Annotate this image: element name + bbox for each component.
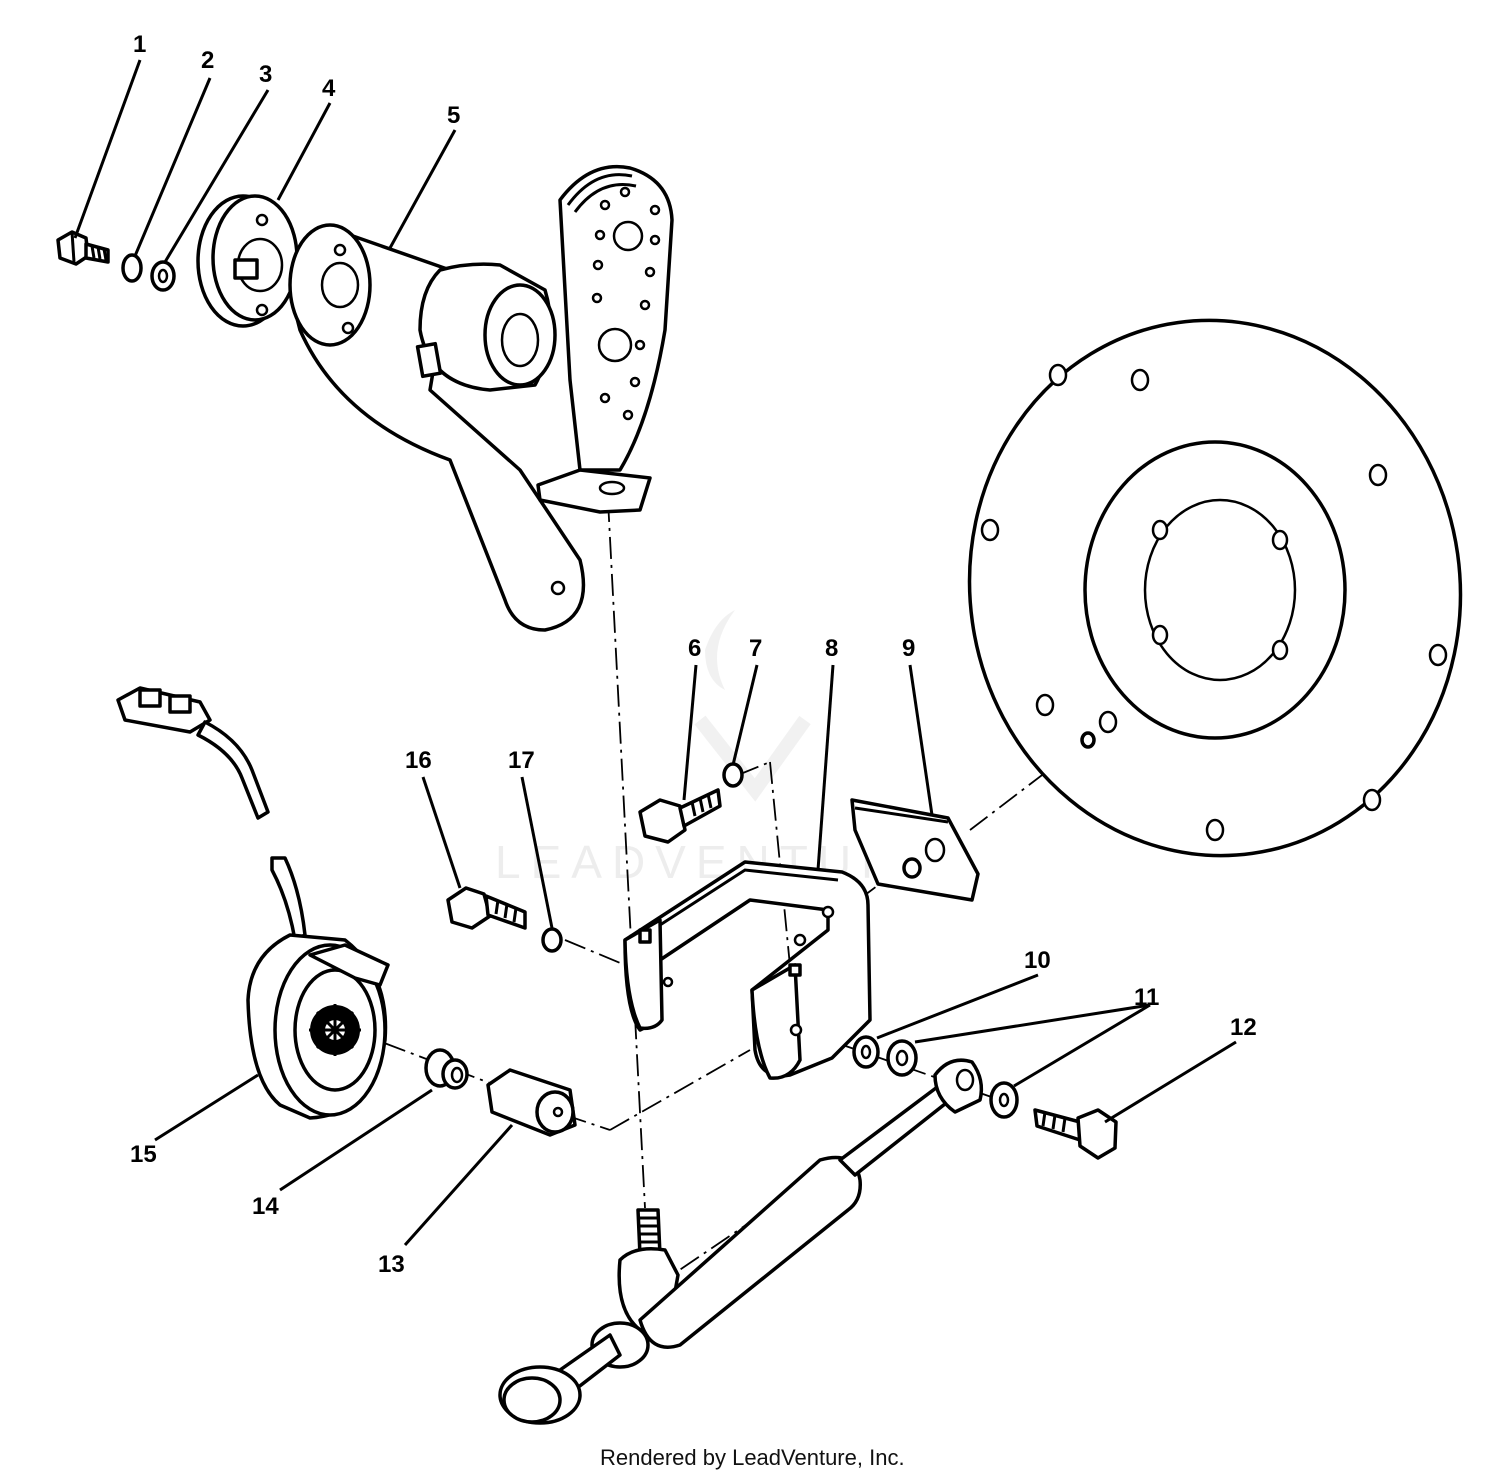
part-6-hex-bolt <box>638 788 722 844</box>
part-13-spacer <box>486 1068 577 1137</box>
callout-11: 11 <box>1134 984 1159 1011</box>
part-1-flange-bolt <box>56 230 110 266</box>
callout-7: 7 <box>749 635 762 662</box>
part-12-hex-bolt <box>1033 1108 1118 1160</box>
part-9-shim-plate <box>850 798 980 902</box>
part-8-u-bracket <box>623 860 872 1080</box>
callout-10: 10 <box>1024 947 1051 974</box>
part-2-lock-washer <box>121 253 143 283</box>
part-16-hex-bolt <box>446 886 527 930</box>
callout-labels: 1 2 3 4 5 6 7 8 9 10 11 12 13 14 15 16 1… <box>130 31 1257 1278</box>
callout-9: 9 <box>902 635 915 662</box>
callout-14: 14 <box>252 1193 279 1220</box>
part-3-flat-washer <box>150 260 176 292</box>
callout-5: 5 <box>447 102 460 129</box>
part-17-lock-washer <box>541 927 563 953</box>
callout-4: 4 <box>322 75 336 102</box>
part-7-lock-washer <box>722 762 744 788</box>
part-10-washer <box>852 1035 880 1069</box>
callout-17: 17 <box>508 747 535 774</box>
callout-1: 1 <box>133 31 146 58</box>
part-14-retainer <box>424 1048 469 1090</box>
callout-15: 15 <box>130 1141 157 1168</box>
part-4-hub <box>196 194 299 328</box>
brake-disc <box>967 318 1463 858</box>
brake-rod-assembly <box>498 1058 984 1425</box>
leader-lines <box>73 59 1237 1246</box>
callout-16: 16 <box>405 747 432 774</box>
callout-2: 2 <box>201 47 214 74</box>
callout-12: 12 <box>1230 1014 1257 1041</box>
part-11-washers <box>886 1039 1019 1119</box>
callout-3: 3 <box>259 61 272 88</box>
part-15-clutch-coil <box>116 686 390 1120</box>
part-5-idler-arm <box>288 164 674 632</box>
footer-credit: Rendered by LeadVenture, Inc. <box>600 1445 905 1470</box>
callout-6: 6 <box>688 635 701 662</box>
callout-13: 13 <box>378 1251 405 1278</box>
callout-8: 8 <box>825 635 838 662</box>
